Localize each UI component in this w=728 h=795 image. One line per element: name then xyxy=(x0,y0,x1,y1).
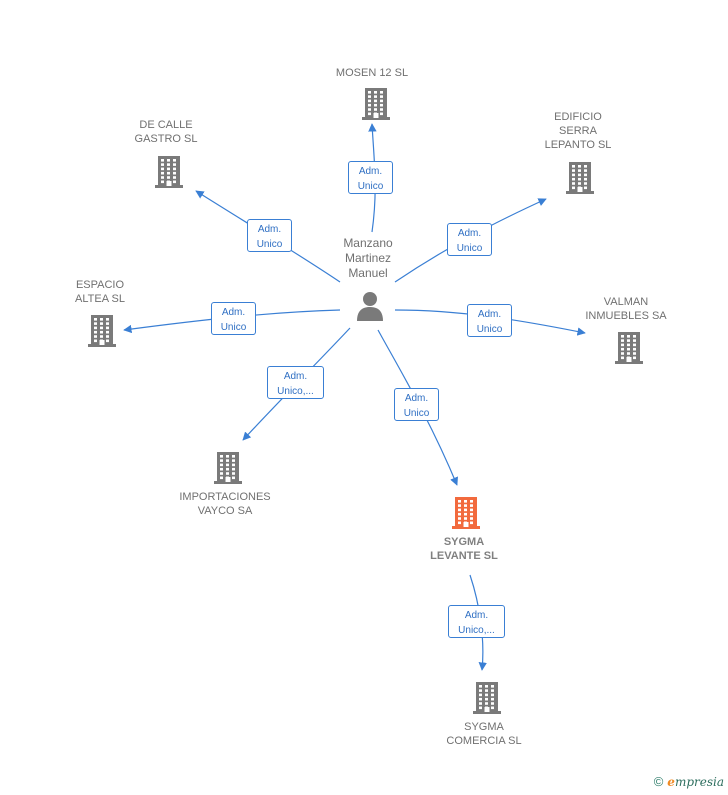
company-label-sygmacom[interactable]: SYGMA COMERCIA SL xyxy=(446,721,522,747)
building-icon xyxy=(566,162,594,194)
building-icon xyxy=(615,332,643,364)
company-label-espacio[interactable]: ESPACIO ALTEA SL xyxy=(75,279,125,305)
company-node-sygmacom[interactable] xyxy=(472,680,502,719)
company-label-edificio[interactable]: EDIFICIO SERRA LEPANTO SL xyxy=(544,111,612,151)
company-label-decalle[interactable]: DE CALLE GASTRO SL xyxy=(134,119,198,145)
company-node-decalle[interactable] xyxy=(154,154,184,193)
building-icon xyxy=(452,497,480,529)
company-node-edificio[interactable] xyxy=(565,160,595,199)
edge-label-sygmacom: Adm. Unico,... xyxy=(448,605,505,638)
building-icon xyxy=(473,682,501,714)
building-icon xyxy=(88,315,116,347)
company-label-mosen[interactable]: MOSEN 12 SL xyxy=(335,67,409,79)
company-label-sygmalev[interactable]: SYGMA LEVANTE SL xyxy=(430,536,498,562)
edge-label-mosen: Adm. Unico xyxy=(348,161,393,194)
company-node-importaciones[interactable] xyxy=(213,450,243,489)
edge-label-sygmalev: Adm. Unico xyxy=(394,388,439,421)
building-icon xyxy=(362,88,390,120)
footer-brand: © empresia xyxy=(654,774,724,789)
company-node-sygmalev[interactable] xyxy=(451,495,481,534)
building-icon xyxy=(155,156,183,188)
company-node-mosen[interactable] xyxy=(361,86,391,125)
person-icon xyxy=(357,292,383,321)
edge-label-valman: Adm. Unico xyxy=(467,304,512,337)
person-node[interactable] xyxy=(355,290,385,322)
copyright-icon: © xyxy=(653,774,664,789)
brand-logo: empresia xyxy=(667,774,724,789)
person-label: Manzano Martinez Manuel xyxy=(343,236,393,280)
edge-label-edificio: Adm. Unico xyxy=(447,223,492,256)
edge-label-espacio: Adm. Unico xyxy=(211,302,256,335)
company-node-espacio[interactable] xyxy=(87,313,117,352)
company-label-valman[interactable]: VALMAN INMUEBLES SA xyxy=(585,296,667,322)
edge-label-importaciones: Adm. Unico,... xyxy=(267,366,324,399)
building-icon xyxy=(214,452,242,484)
company-label-importaciones[interactable]: IMPORTACIONES VAYCO SA xyxy=(179,491,271,517)
company-node-valman[interactable] xyxy=(614,330,644,369)
edge-label-decalle: Adm. Unico xyxy=(247,219,292,252)
